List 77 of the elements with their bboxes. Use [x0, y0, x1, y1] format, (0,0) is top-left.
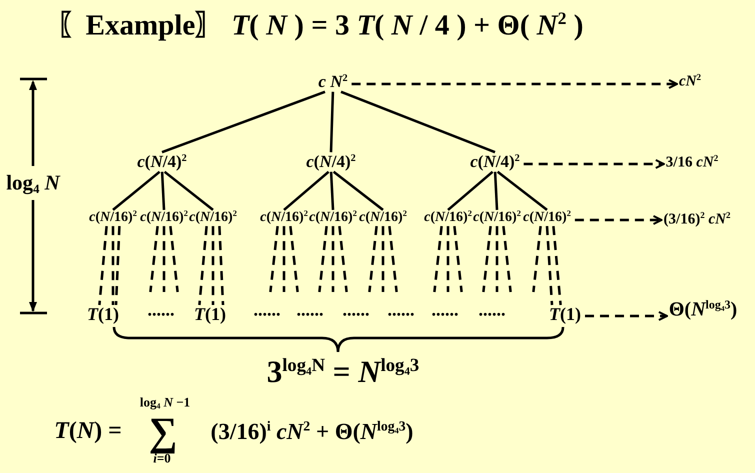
continuation-line — [532, 226, 542, 292]
arrow — [524, 159, 665, 169]
recursion-term: c(N/16)$^{2}$ — [424, 210, 472, 226]
tree-branch — [112, 170, 160, 211]
ellipsis: ...... — [388, 300, 414, 320]
sum-upper-limit: log$_{4}$ N −1 — [140, 396, 190, 410]
recursion-term: c(N/16)$^{2}$ — [473, 210, 521, 226]
recursion-term: c(N/16)$^{2}$ — [260, 210, 308, 226]
continuation-line — [114, 226, 121, 306]
tree-branch — [330, 172, 334, 210]
continuation-line — [453, 226, 463, 292]
tree-branch — [494, 172, 498, 210]
leaf-term: T(1) — [549, 305, 581, 323]
continuation-line — [433, 226, 443, 292]
recursion-term: c(N/4)$^{2}$ — [470, 152, 520, 172]
continuation-line — [482, 226, 492, 292]
continuation-line — [546, 226, 554, 306]
continuation-line — [112, 226, 114, 305]
continuation-line — [388, 226, 398, 292]
continuation-line — [218, 226, 224, 306]
recursion-term: c(N/16)$^{2}$ — [189, 210, 237, 226]
continuation-line — [162, 226, 166, 292]
continuation-line — [282, 226, 286, 292]
level-cost: cN$^{2}$ — [679, 73, 701, 91]
tree-branch — [447, 170, 494, 211]
continuation-line — [149, 226, 159, 292]
recursion-term: c(N/16)$^{2}$ — [359, 210, 407, 226]
recursion-term: c(N/16)$^{2}$ — [523, 210, 571, 226]
title: 〖Example〗 T( N ) = 3 T( N / 4 ) + Θ( N$^{2}$ ) — [56, 9, 584, 43]
ellipsis: ...... — [148, 300, 174, 320]
ellipsis: ...... — [432, 300, 458, 320]
leaf-term: T(1) — [194, 305, 226, 323]
continuation-line — [446, 226, 450, 292]
continuation-line — [502, 226, 512, 292]
ellipsis: ...... — [478, 300, 506, 320]
formula-text: T(N) = — [54, 418, 122, 446]
tree-branch — [340, 90, 496, 154]
continuation-line — [269, 226, 279, 292]
tree-branch — [332, 170, 384, 211]
tree-branch — [164, 170, 214, 211]
recursion-term: c(N/4)$^{2}$ — [137, 152, 187, 172]
recursion-term: c(N/16)$^{2}$ — [309, 210, 357, 226]
tree-branch — [162, 90, 326, 154]
level-cost: (3/16)$^{2}$ cN$^{2}$ — [664, 211, 730, 229]
sum-sign: ∑ — [148, 409, 178, 454]
continuation-line — [289, 226, 299, 292]
level-cost: 3/16 cN$^{2}$ — [666, 154, 718, 172]
identity-formula: 3$^{log₄N}$ = N$^{log₄3}$ — [266, 354, 420, 390]
continuation-line — [332, 226, 334, 292]
ellipsis: ...... — [342, 300, 370, 320]
level-cost: Θ(N$^{log₄3}$) — [668, 298, 738, 322]
continuation-line — [368, 226, 378, 292]
continuation-line — [552, 226, 562, 306]
recursion-term: c N$^{2}$ — [318, 72, 348, 92]
tree-branch — [496, 170, 548, 211]
height-label: log$_{4}$ N — [6, 170, 60, 196]
continuation-line — [382, 226, 384, 292]
formula-text: (3/16)$^{i}$ cN$^{2}$ + Θ(N$^{log₄3}$) — [210, 418, 414, 446]
arrow — [585, 311, 668, 321]
tree-branch — [283, 170, 330, 211]
arrow — [352, 79, 678, 89]
ellipsis: ...... — [254, 300, 280, 320]
continuation-line — [98, 226, 108, 306]
arrow — [574, 215, 662, 225]
continuation-line — [169, 226, 179, 292]
ellipsis: ...... — [296, 300, 324, 320]
continuation-line — [338, 226, 348, 292]
tree-branch — [330, 92, 334, 152]
recursion-term: c(N/4)$^{2}$ — [306, 152, 356, 172]
recursion-term: c(N/16)$^{2}$ — [89, 210, 137, 226]
continuation-line — [318, 226, 328, 292]
continuation-line — [496, 226, 498, 292]
leaf-term: T(1) — [87, 305, 119, 323]
recursion-term: c(N/16)$^{2}$ — [140, 210, 188, 226]
continuation-line — [198, 226, 208, 306]
continuation-line — [212, 226, 214, 305]
tree-branch — [160, 172, 166, 210]
